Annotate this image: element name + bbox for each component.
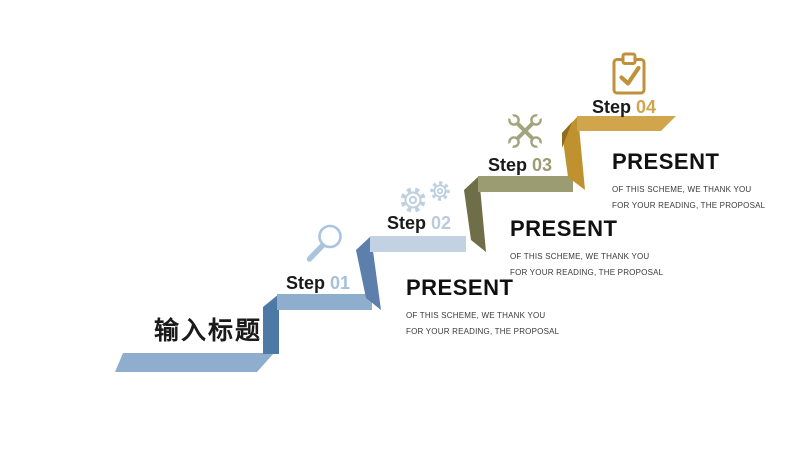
step-2-tread [370,236,466,252]
step-3-tread [478,176,573,192]
step-3-riser [464,176,486,252]
step-1-tread [277,294,372,310]
present-line-2a: OF THIS SCHEME, WE THANK YOU [510,252,650,261]
step-2-number: 02 [431,213,452,233]
present-line-3b: FOR YOUR READING, THE PROPOSAL [612,201,766,210]
step-3-word: Step [488,155,528,175]
wrenches-icon [506,112,544,150]
present-line-3a: OF THIS SCHEME, WE THANK YOU [612,185,752,194]
step-4-riser-shadow [562,122,572,148]
present-heading-1: PRESENT [406,275,514,300]
present-line-2b: FOR YOUR READING, THE PROPOSAL [510,268,664,277]
step-2-riser [356,236,381,310]
base-step-tread [115,353,274,372]
present-heading-3: PRESENT [612,149,720,174]
step-1-riser [263,294,279,354]
magnifier-icon [306,224,342,262]
clipboard-icon [612,52,646,95]
gears-icon [400,181,450,213]
present-block-3: PRESENT OF THIS SCHEME, WE THANK YOU FOR… [612,151,765,214]
present-heading-2: PRESENT [510,216,618,241]
step-4-number: 04 [636,97,657,117]
step-4-tread [577,116,676,131]
step-4-word: Step [592,97,632,117]
gears-shape [400,181,450,213]
magnifier-shape [306,224,342,262]
step-4-riser [562,116,585,190]
step-1-word: Step [286,273,326,293]
wrenches-shape [506,112,544,150]
title-placeholder: 输入标题 [154,317,263,345]
step-3-number: 03 [532,155,553,175]
present-block-1: PRESENT OF THIS SCHEME, WE THANK YOU FOR… [406,277,559,340]
present-line-1a: OF THIS SCHEME, WE THANK YOU [406,311,546,320]
clipboard-shape [612,52,646,95]
present-block-2: PRESENT OF THIS SCHEME, WE THANK YOU FOR… [510,218,663,281]
step-1-number: 01 [330,273,351,293]
step-2-word: Step [387,213,427,233]
present-line-1b: FOR YOUR READING, THE PROPOSAL [406,327,560,336]
